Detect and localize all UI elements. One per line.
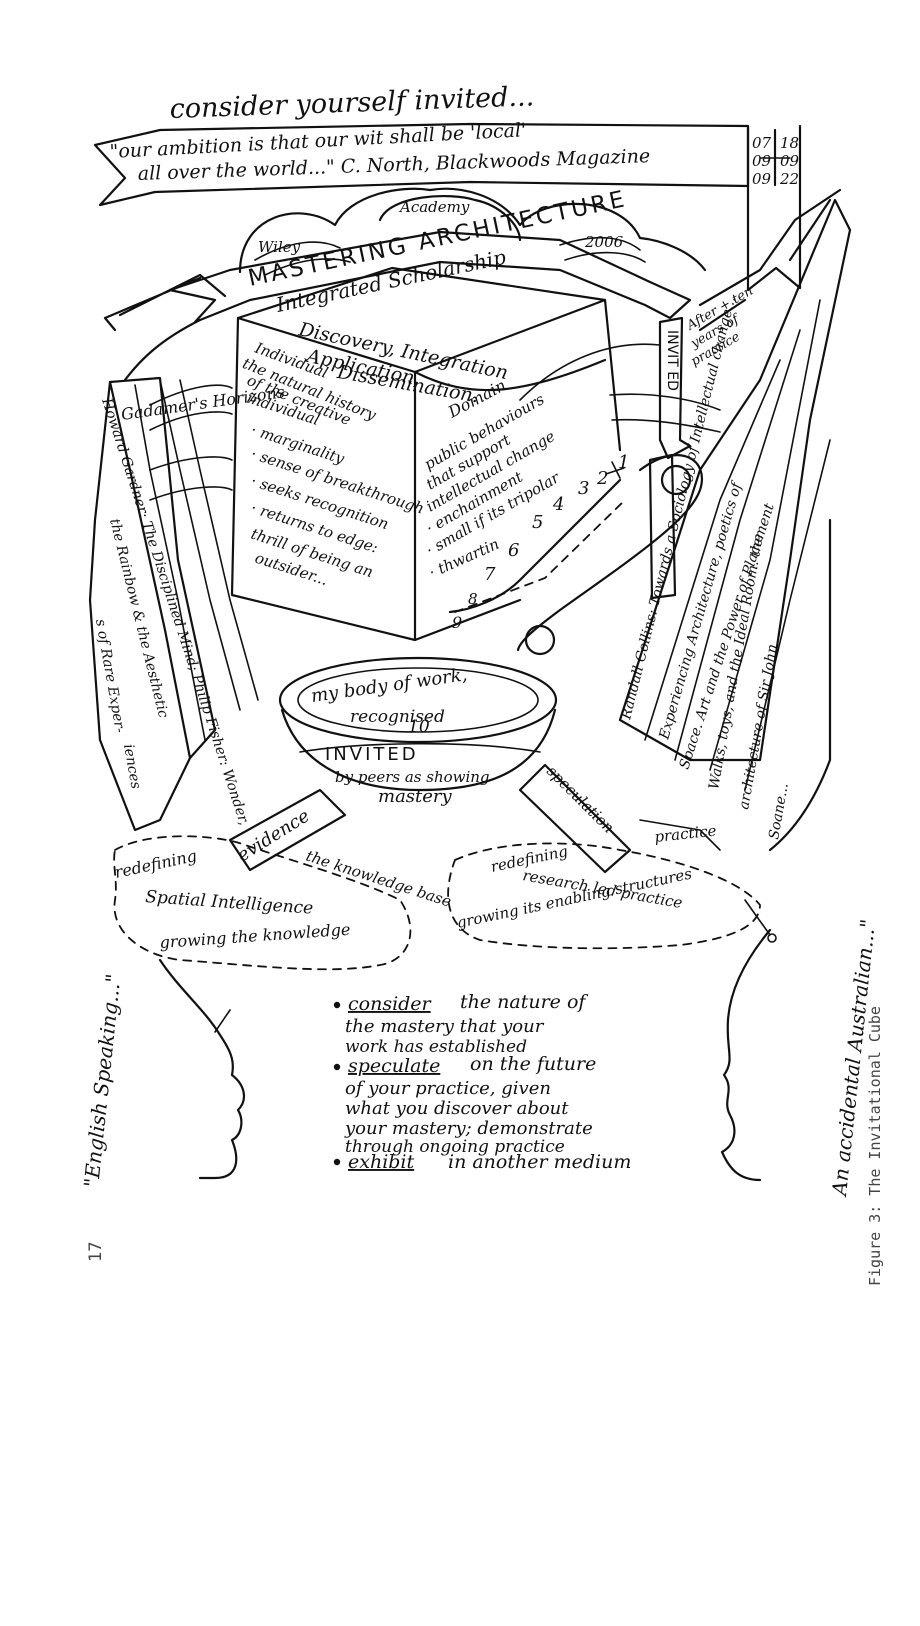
bullet-1-line1: the mastery that your [345,1016,545,1037]
bullet-1-line2: work has established [345,1037,527,1057]
bowl-invited-label: INVITED [325,744,419,765]
bullet-dot-3 [333,1158,341,1166]
right-face-profile [720,928,772,1182]
domes [238,187,707,276]
number-9: 9 [452,613,462,632]
cube [230,266,622,642]
page-number: 17 [84,1226,108,1266]
bullet-dot-2 [333,1063,341,1071]
bowl [278,656,558,792]
bullet-2-line3: your mastery; demonstrate [344,1118,593,1139]
document-page: consider yourself invited... "our ambiti… [79,81,884,1286]
left-cloud-knowledge-base: the knowledge base [304,847,454,911]
invited-vertical: INVIT ED [664,330,680,391]
right-cloud [447,842,761,950]
bowl-number-10: 10 [408,717,430,737]
left-face-profile [158,958,246,1180]
left-book-spines [88,376,259,832]
date-5: 09 [780,152,800,170]
left-cloud-spatial-intelligence: Spatial Intelligence [145,887,314,919]
bullet-2-line2: what you discover about [345,1098,569,1119]
bowl-rim-line2: recognised [350,707,445,727]
number-2: 2 [596,468,608,489]
left-cloud-redefining: redefining [113,846,199,882]
left-cloud-growing: growing the knowledge [159,920,351,952]
dome-label-year: 2006 [584,233,624,251]
number-6: 6 [508,540,519,561]
right-mountain [698,188,842,332]
leg-practice: practice [654,822,718,846]
bullet-1-key: consider [348,993,433,1015]
bowl-rim-line1: my body of work, [310,664,469,707]
bullet-3-rest: in another medium [448,1151,631,1173]
left-mountain [103,273,227,382]
right-face-dot [767,933,777,943]
invitational-cube-sketch: consider yourself invited... "our ambiti… [79,81,880,1198]
number-3: 3 [578,478,589,499]
date-3: 09 [752,170,772,188]
bullet-1-rest: the nature of [460,991,588,1013]
page-number-text: 17 [86,1241,106,1262]
ladle-path [448,454,703,656]
number-7: 7 [484,564,496,585]
bullet-2-line4: through ongoing practice [345,1137,565,1157]
left-book-5: iences [120,743,144,790]
date-1: 07 [752,134,772,152]
bullet-2-rest: on the future [470,1053,596,1075]
right-book-spines [618,198,852,852]
left-book-1: Gadamer's Horizons [120,382,286,424]
dome-label-wiley: Wiley [258,238,301,256]
leg-speculation: speculation [543,762,618,837]
number-5: 5 [532,512,543,533]
date-6: 22 [779,170,799,188]
left-book-2: Howard Gardner: The Disciplined Mind; Ph… [98,395,252,827]
bowl-under-line2: mastery [378,786,453,807]
dome-label-academy: Academy [398,198,470,216]
bowl-under-line1: by peers as showing [335,768,490,786]
left-face-pointer [214,1009,231,1033]
bullet-2-key: speculate [348,1055,440,1077]
figure-caption: Figure 3: The Invitational Cube [866,1006,886,1626]
number-8: 8 [468,590,478,608]
number-1: 1 [618,452,629,473]
right-face-pointer [744,899,771,936]
bullet-3-key: exhibit [348,1151,415,1173]
date-4: 18 [780,134,799,152]
bullet-dot-1 [333,1001,341,1009]
left-cloud [113,835,412,971]
title-ribbon [168,230,692,324]
number-4: 4 [552,494,564,515]
sketch-heading: consider yourself invited... [169,81,535,125]
figure-caption-text: Figure 3: The Invitational Cube [866,1006,884,1286]
left-margin-quote: "English Speaking..." [79,973,125,1189]
quote-banner [93,122,802,292]
bullet-2-line1: of your practice, given [345,1078,551,1099]
date-2: 09 [752,152,772,170]
